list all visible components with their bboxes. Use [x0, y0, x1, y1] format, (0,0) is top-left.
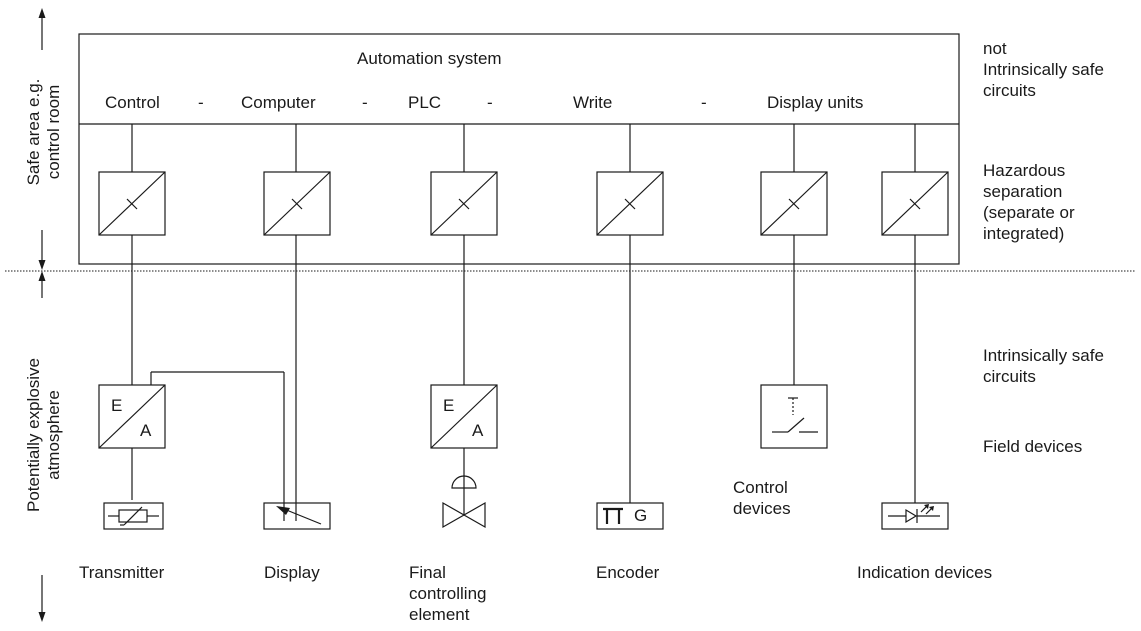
connection-lines [131, 124, 916, 521]
intrinsically-safe-circuits-label: Intrinsically safe circuits [983, 346, 1104, 386]
converter-letter-e: E [111, 396, 123, 415]
indication-devices-label: Indication devices [857, 563, 993, 582]
converter-boxes [98, 384, 498, 449]
left-arrows [38, 8, 46, 622]
final-controlling-element-label: Final controlling element [409, 563, 487, 624]
not-intrinsically-safe-label: not Intrinsically safe circuits [983, 39, 1104, 100]
transmitter-label: Transmitter [79, 563, 165, 582]
transmitter-symbol [103, 502, 164, 530]
field-devices-label: Field devices [983, 437, 1083, 456]
automation-system-box [78, 33, 960, 265]
display-symbol [263, 502, 331, 530]
automation-system-title: Automation system [357, 49, 502, 68]
led-symbol [881, 502, 949, 530]
automation-item-plc: PLC [408, 93, 442, 112]
automation-item-write: Write [573, 93, 613, 112]
valve-symbol [442, 475, 486, 529]
converter-letter-a: A [140, 421, 152, 440]
automation-item-control: Control [105, 93, 160, 112]
automation-separator: - [198, 93, 204, 112]
control-devices-label: Control devices [733, 478, 791, 518]
automation-separator: - [487, 93, 493, 112]
hazardous-separation-label: Hazardous separation (separate or integr… [983, 161, 1075, 243]
encoder-label: Encoder [596, 563, 660, 582]
switch-symbol [760, 384, 828, 449]
converter-letter-a: A [472, 421, 484, 440]
display-label: Display [264, 563, 320, 582]
automation-separator: - [701, 93, 707, 112]
safe-area-label: Safe area e.g. control room [24, 78, 63, 186]
encoder-letter-g: G [634, 506, 648, 525]
automation-item-display-units: Display units [767, 93, 864, 112]
automation-separator: - [362, 93, 368, 112]
separator-boxes [98, 171, 949, 236]
automation-item-computer: Computer [241, 93, 316, 112]
converter-letter-e: E [443, 396, 455, 415]
explosive-atmosphere-label: Potentially explosive atmosphere [24, 357, 63, 513]
encoder-symbol [596, 502, 664, 530]
